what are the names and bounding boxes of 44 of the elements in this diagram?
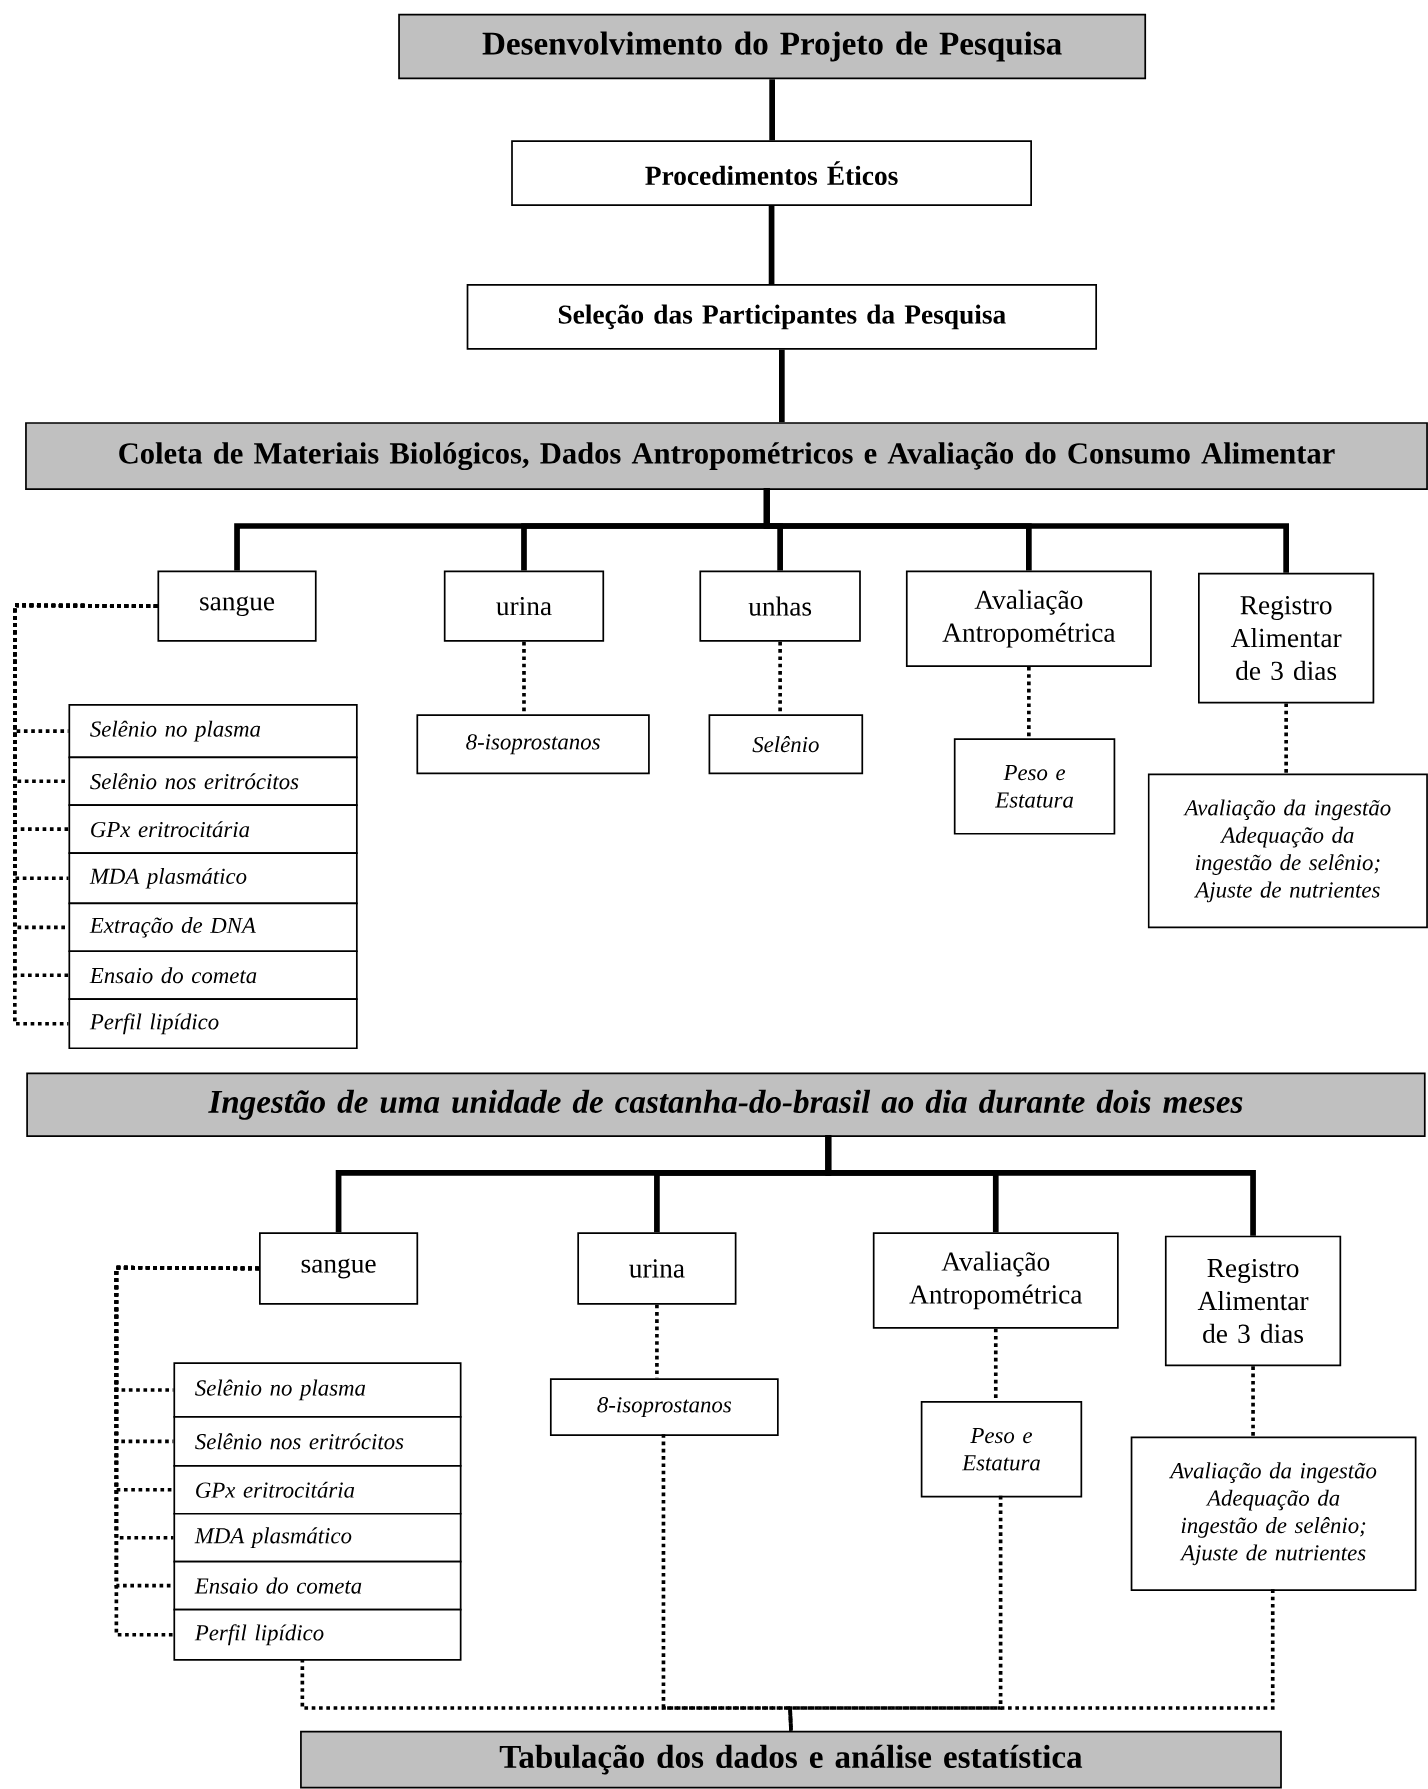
heading-banner: Coleta de Materiais Biológicos, Dados Antropométricos e Avaliação do Consumo Alimentar [24,422,1428,491]
analysis-box: Peso e Estatura [920,1401,1082,1498]
dotted-connector [788,1589,1275,1731]
list-item-box: MDA plasmático [173,1512,462,1563]
sample-box: Avaliação Antropométrica [872,1232,1119,1329]
heading-banner: Tabulação dos dados e análise estatística [299,1730,1282,1789]
analysis-box: Peso e Estatura [953,738,1116,835]
list-item-box: Selênio nos eritrócitos [68,756,358,807]
list-item-box: Ensaio do cometa [173,1560,462,1611]
sample-box: Registro Alimentar de 3 dias [1197,572,1375,704]
sample-box: unhas [699,570,861,642]
list-item-box: Extração de DNA [68,902,358,953]
analysis-box: Avaliação da ingestão Adequação da ingestão de selênio; Ajuste de nutrientes [1147,773,1428,929]
sample-box: sangue [258,1232,418,1305]
sample-box: urina [577,1232,737,1305]
analysis-box: 8-isoprostanos [416,714,650,775]
dotted-connector [1251,1366,1255,1437]
list-item-box: Ensaio do cometa [68,950,358,1001]
heading-banner: Ingestão de uma unidade de castanha-do-brasil ao dia durante dois meses [26,1072,1426,1137]
sample-box: Registro Alimentar de 3 dias [1164,1235,1341,1367]
dotted-connector [1284,703,1288,774]
dotted-connector [1026,666,1031,739]
connector-line [768,205,775,285]
list-item-box: Selênio nos eritrócitos [173,1415,462,1467]
list-item-box: Selênio no plasma [68,703,358,759]
sample-box: sangue [157,570,317,642]
heading-banner: Desenvolvimento do Projeto de Pesquisa [397,13,1146,80]
list-item-box: Perfil lipídico [68,998,358,1050]
analysis-box: 8-isoprostanos [549,1378,779,1436]
sample-box: Avaliação Antropométrica [905,570,1152,667]
analysis-box: Avaliação da ingestão Adequação da ingestão de selênio; Ajuste de nutrientes [1130,1436,1417,1592]
connector-line [763,488,1289,573]
list-item-box: GPx eritrocitária [173,1465,462,1515]
process-box: Procedimentos Éticos [510,140,1032,206]
sample-box: urina [443,570,604,642]
list-item-box: MDA plasmático [68,852,358,905]
list-item-box: Selênio no plasma [173,1362,462,1418]
list-item-box: GPx eritrocitária [68,804,358,854]
analysis-box: Selênio [708,714,863,775]
connector-line [769,79,775,141]
process-box: Seleção das Participantes da Pesquisa [466,284,1097,350]
list-item-box: Perfil lipídico [173,1608,462,1661]
connector-line [825,1135,1256,1236]
connector-line [778,349,785,423]
